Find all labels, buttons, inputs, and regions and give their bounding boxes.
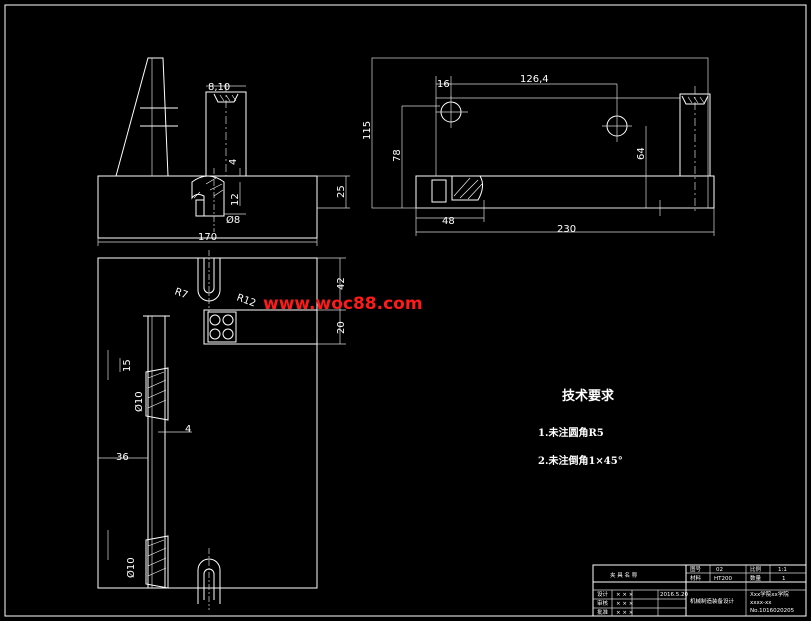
bottom-slot [197, 558, 221, 604]
dim-20: 20 [336, 321, 347, 334]
base-plate [97, 175, 318, 239]
dim-left-offset: 48 [442, 216, 455, 227]
svg-text:× × ×: × × × [616, 592, 633, 598]
counterbore [191, 175, 225, 217]
dim-hole-spacing: 126,4 [520, 74, 549, 85]
tb-school-line-1: Xxx学院xx学院 [750, 590, 789, 598]
tb-qty-label: 数量 [750, 574, 762, 582]
dim-15: 15 [122, 359, 133, 372]
side-view: 16 126,4 115 78 64 48 230 [362, 57, 715, 236]
sheet-border [4, 4, 807, 617]
tech-req-title: 技术要求 [562, 388, 615, 404]
dim-4: 4 [185, 424, 191, 435]
dim-hole-height: 78 [392, 149, 403, 162]
dim-hole-2: Ø10 [125, 557, 137, 578]
plan-plate [97, 257, 318, 589]
tech-req-item-1: 1.未注圆角R5 [538, 426, 604, 439]
tb-part-name: 机械制造装备设计 [690, 597, 735, 605]
post-plan [203, 309, 318, 345]
technical-requirements: 技术要求 1.未注圆角R5 2.未注倒角1×45° [538, 388, 623, 467]
watermark: www.woc88.com [263, 294, 423, 314]
dim-height-12: 12 [230, 193, 241, 206]
tb-scale: 1:1 [778, 567, 787, 573]
svg-text:× × ×: × × × [616, 601, 633, 607]
tb-drawing-no: 02 [716, 567, 723, 573]
dim-42: 42 [336, 277, 347, 290]
dim-hole-height-right: 64 [636, 147, 647, 160]
tb-date: 2016.5.20 [660, 592, 688, 598]
tech-req-item-2: 2.未注倒角1×45° [538, 454, 623, 467]
dim-overall-length: 230 [557, 224, 576, 235]
dim-height-4: 4 [228, 159, 239, 165]
dim-36: 36 [116, 452, 129, 463]
dim-base-height: 25 [336, 185, 347, 198]
dim-hole-dia: Ø8 [226, 214, 240, 226]
rib [115, 57, 169, 177]
tb-row-approve: 批准 [597, 608, 609, 616]
tb-school-line-3: No.1016020205 [750, 608, 795, 614]
tb-scale-label: 比例 [750, 565, 762, 573]
dim-overall-height: 115 [362, 121, 373, 140]
tb-header-left: 夹 具 名 称 [610, 571, 638, 579]
plan-view: R7 R12 42 20 15 4 36 Ø10 Ø10 [97, 250, 347, 610]
tb-material-label: 材料 [690, 574, 702, 582]
dim-r12: R12 [235, 292, 257, 309]
dim-hole-offset: 16 [437, 79, 450, 90]
dim-top-width: 8,10 [208, 82, 230, 93]
dim-r7: R7 [173, 286, 189, 301]
tb-row-design: 设计 [597, 590, 609, 598]
side-base [415, 175, 715, 209]
title-block: 夹 具 名 称 图号 02 比例 1:1 材料 HT200 数量 1 设计 审核… [592, 564, 807, 617]
front-view: 8,10 4 12 Ø8 25 170 [97, 57, 350, 246]
tb-school-line-2: xxxx-xx [750, 600, 772, 606]
dim-base-width: 170 [198, 232, 217, 243]
tb-material: HT200 [714, 576, 732, 582]
svg-text:× × ×: × × × [616, 610, 633, 616]
dim-hole-1: Ø10 [133, 391, 145, 412]
tb-row-check: 审核 [597, 599, 609, 607]
overall-envelope [371, 57, 709, 209]
tb-drawing-no-label: 图号 [690, 565, 702, 573]
tb-qty: 1 [782, 576, 786, 582]
